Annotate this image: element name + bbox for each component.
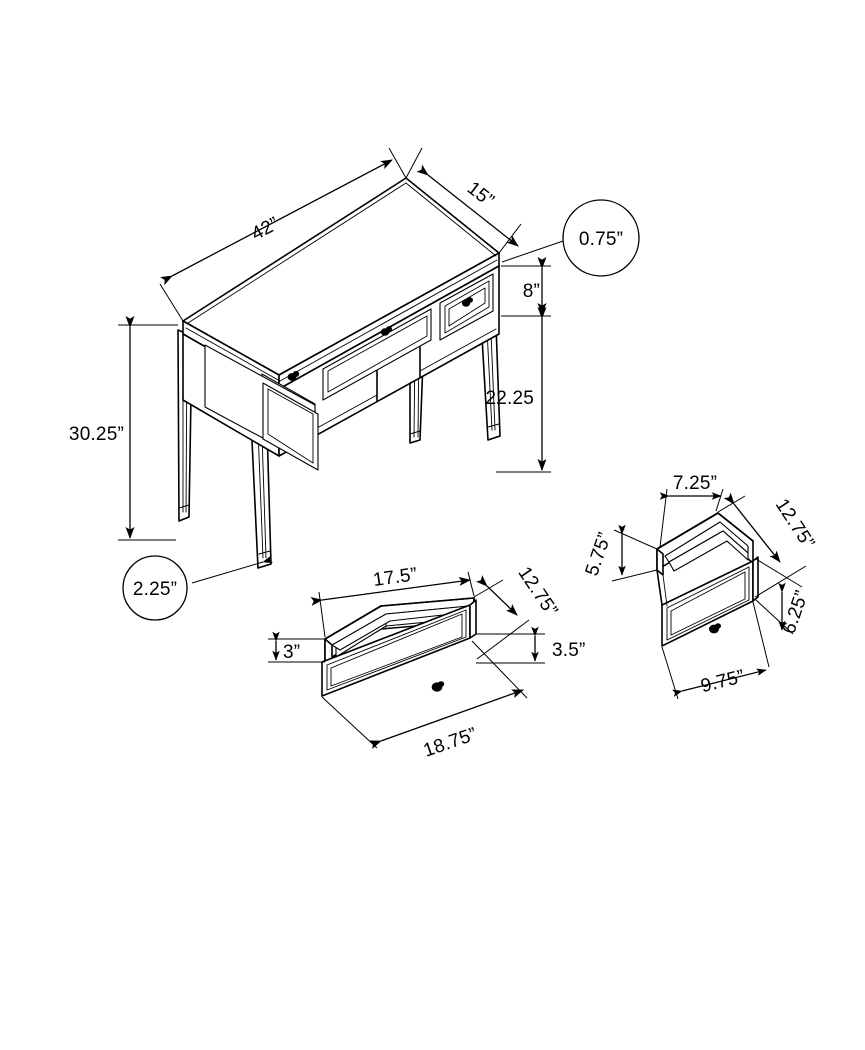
dim-label-cd-3: 3” [283, 642, 300, 663]
dim-side-drawer-width-725: 7.25” [659, 473, 724, 548]
knob-center-drawer-box[interactable] [431, 681, 445, 692]
drawer-panel-left[interactable] [262, 371, 319, 471]
callout-bubble-225 [122, 555, 188, 621]
knob-right-drawer[interactable] [461, 297, 473, 307]
knob-center-drawer[interactable] [380, 326, 392, 336]
dim-label-8: 8” [523, 281, 540, 302]
knob-side-drawer-box[interactable] [709, 623, 721, 634]
dim-label-3025: 30.25” [69, 424, 124, 445]
side-drawer-view: 7.25” 12.75” 5.75” 6.25” 9.7 [582, 473, 818, 700]
dim-center-drawer-front-35: 3.5” [476, 626, 586, 664]
dim-label-cd-35: 3.5” [552, 640, 586, 661]
drawer-front-center[interactable] [322, 308, 432, 401]
dim-label-2225: 22.25 [485, 388, 534, 409]
dim-label-sd-725: 7.25” [673, 473, 717, 494]
dim-label-225: 2.25” [133, 579, 177, 600]
drawer-front-right[interactable] [439, 273, 494, 341]
callout-bubble-075 [562, 199, 640, 277]
console-table-view: 42” 15” 0.75” 8” 22.25 [69, 147, 640, 621]
dim-overall-height-3025: 30.25” [69, 316, 178, 541]
callout-foot-width: 2.25” [122, 555, 273, 621]
dim-leg-height-2225: 22.25 [485, 307, 551, 473]
dim-label-075: 0.75” [579, 229, 623, 250]
callout-top-thickness: 0.75” [501, 199, 640, 277]
dim-center-drawer-side-3: 3” [268, 631, 325, 663]
knob-left-drawer[interactable] [287, 371, 300, 381]
